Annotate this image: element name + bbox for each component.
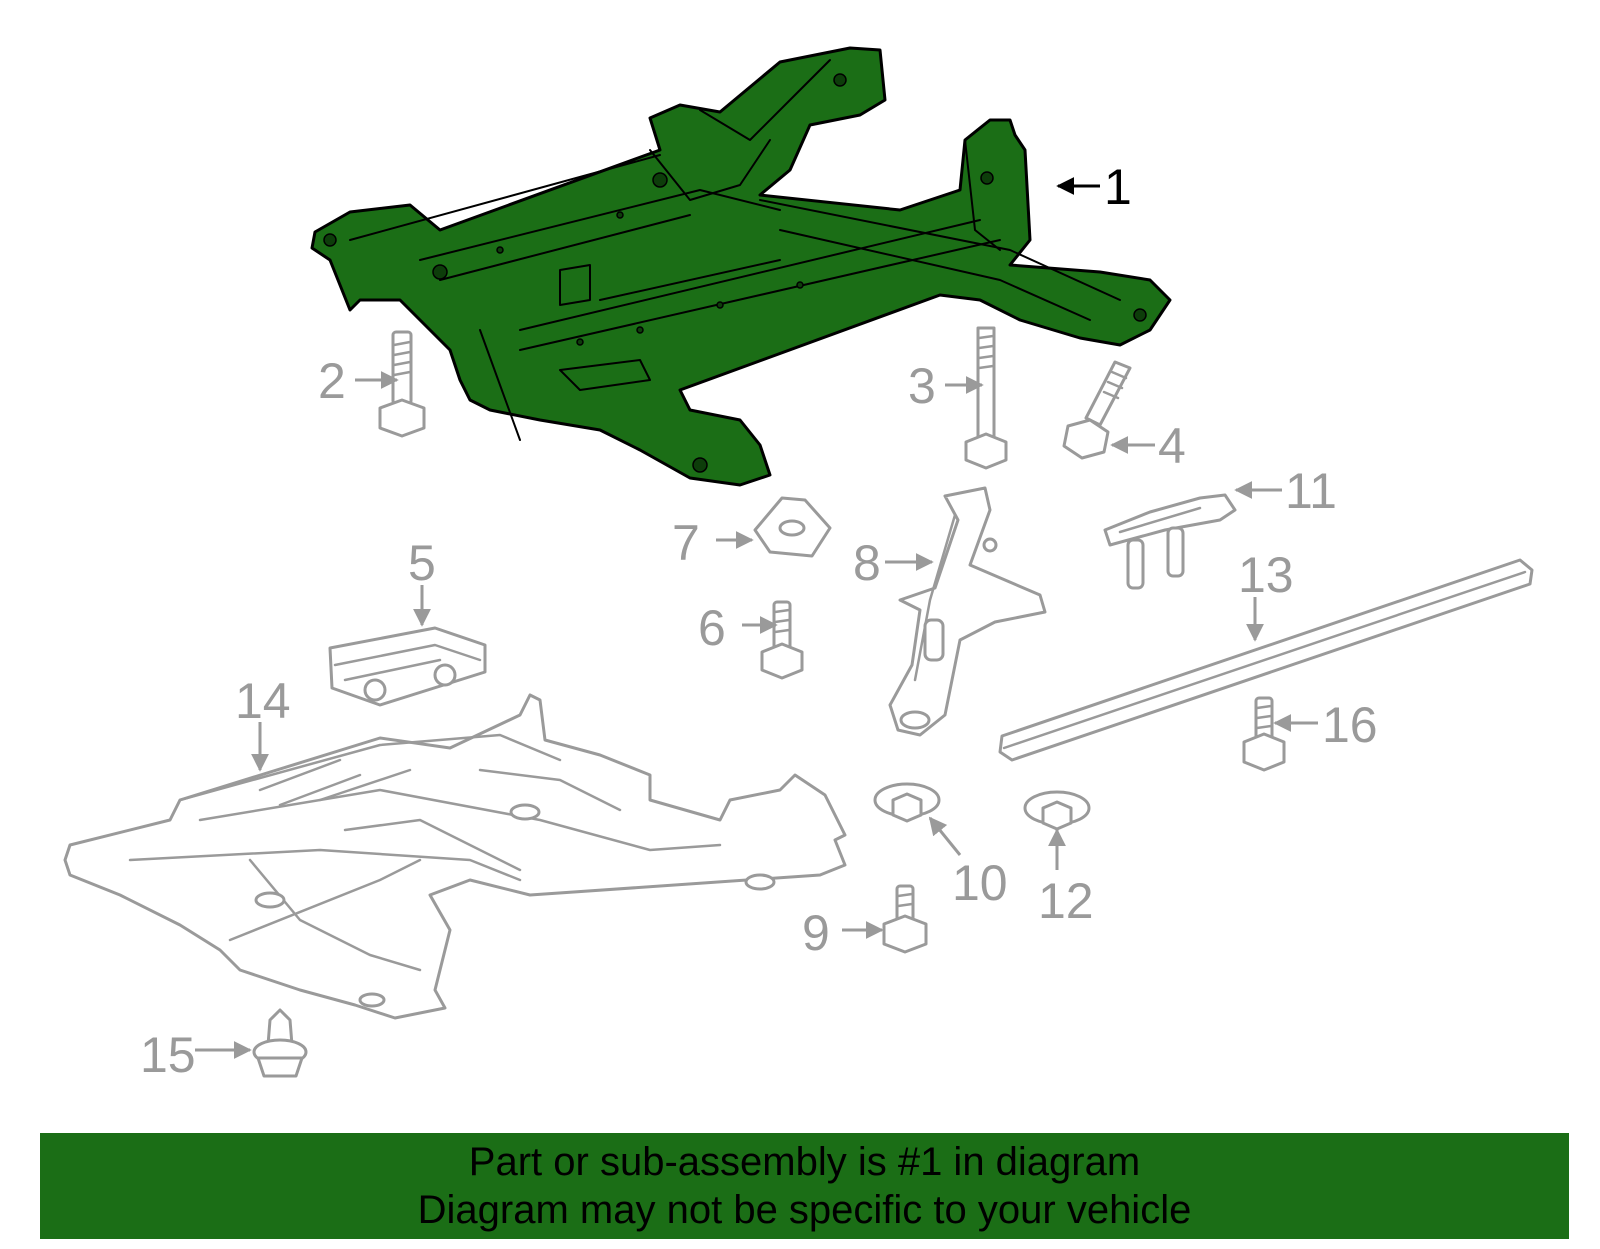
callout-6: 6 (698, 600, 726, 656)
callout-13: 13 (1238, 547, 1294, 603)
callout-5: 5 (408, 535, 436, 591)
footer-line-2: Diagram may not be specific to your vehi… (417, 1188, 1192, 1232)
callout-2: 2 (318, 353, 346, 409)
callout-1: 1 (1104, 159, 1132, 215)
part-8-brace[interactable] (888, 486, 1047, 737)
footer-banner: Part or sub-assembly is #1 in diagram Di… (40, 1133, 1569, 1239)
callout-11: 11 (1285, 463, 1337, 519)
callout-14: 14 (235, 673, 291, 729)
callout-7: 7 (672, 515, 700, 571)
part-6-bolt[interactable] (760, 600, 804, 680)
callout-8: 8 (853, 535, 881, 591)
part-5-bracket[interactable] (328, 626, 487, 707)
callout-arrows (195, 177, 1318, 1059)
footer-line-1: Part or sub-assembly is #1 in diagram (468, 1140, 1141, 1184)
part-12-nut[interactable] (1023, 790, 1091, 831)
part-10-nut[interactable] (873, 782, 941, 823)
part-15-pin[interactable] (252, 1008, 308, 1078)
callout-3: 3 (908, 358, 936, 414)
part-9-bolt[interactable] (882, 884, 928, 954)
part-3-bolt[interactable] (964, 326, 1008, 470)
part-16-bolt[interactable] (1242, 696, 1286, 772)
part-13-bar[interactable] (998, 558, 1534, 762)
callout-12: 12 (1038, 873, 1094, 929)
part-2-bolt[interactable] (378, 330, 426, 438)
callout-10: 10 (952, 855, 1008, 911)
part-14-shield[interactable] (63, 693, 847, 1020)
callout-4: 4 (1158, 418, 1186, 474)
part-11-bracket[interactable] (1103, 493, 1237, 590)
part-1-subframe[interactable] (310, 46, 1172, 487)
part-4-bolt[interactable] (1062, 360, 1132, 460)
callout-9: 9 (802, 905, 830, 961)
part-7-bracket[interactable] (753, 496, 832, 558)
callout-16: 16 (1322, 697, 1378, 753)
callout-15: 15 (140, 1027, 196, 1083)
